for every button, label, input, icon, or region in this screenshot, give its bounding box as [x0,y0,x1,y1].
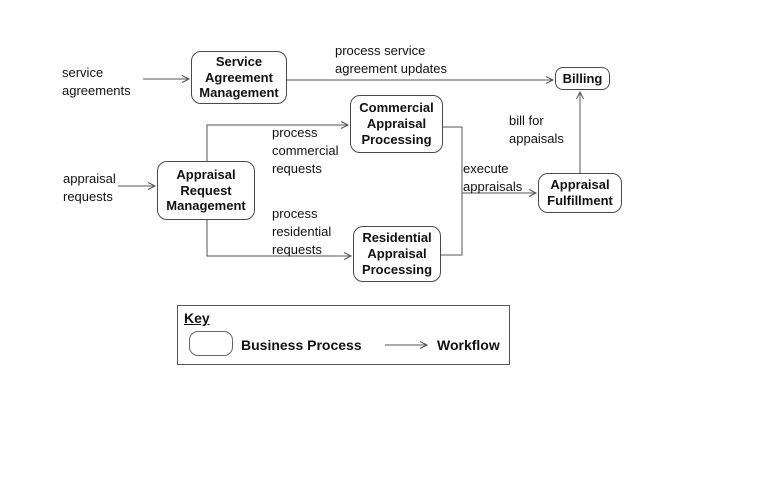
edge-label-bill-for-appaisals: bill for appaisals [509,113,564,146]
legend-title: Key [184,310,210,326]
node-appraisal-request-management: Appraisal Request Management [157,161,255,220]
node-billing: Billing [555,67,610,90]
edge-residential-to-junction [441,193,463,256]
edge-label-process-commercial-requests: process commercial requests [272,125,339,176]
node-commercial-appraisal-processing: Commercial Appraisal Processing [350,95,443,153]
edge-label-process-service-agreement-updates: process service agreement updates [335,43,448,76]
edge-label-execute-appraisals: execute appraisals [463,161,523,194]
business-process-symbol [189,331,233,356]
legend-workflow-label: Workflow [437,337,500,353]
legend-business-process-label: Business Process [241,337,362,353]
edge-label-appraisal-requests: appraisal requests [63,171,116,204]
edge-commercial-to-junction [443,126,463,193]
node-residential-appraisal-processing: Residential Appraisal Processing [353,226,441,282]
workflow-arrow-symbol [385,341,429,349]
edge-label-process-residential-requests: process residential requests [272,206,332,257]
node-appraisal-fulfillment: Appraisal Fulfillment [538,173,622,213]
legend-box: Key Business Process Workflow [177,305,510,365]
edge-label-service-agreements: service agreements [62,65,131,98]
node-service-agreement-management: Service Agreement Management [191,51,287,104]
